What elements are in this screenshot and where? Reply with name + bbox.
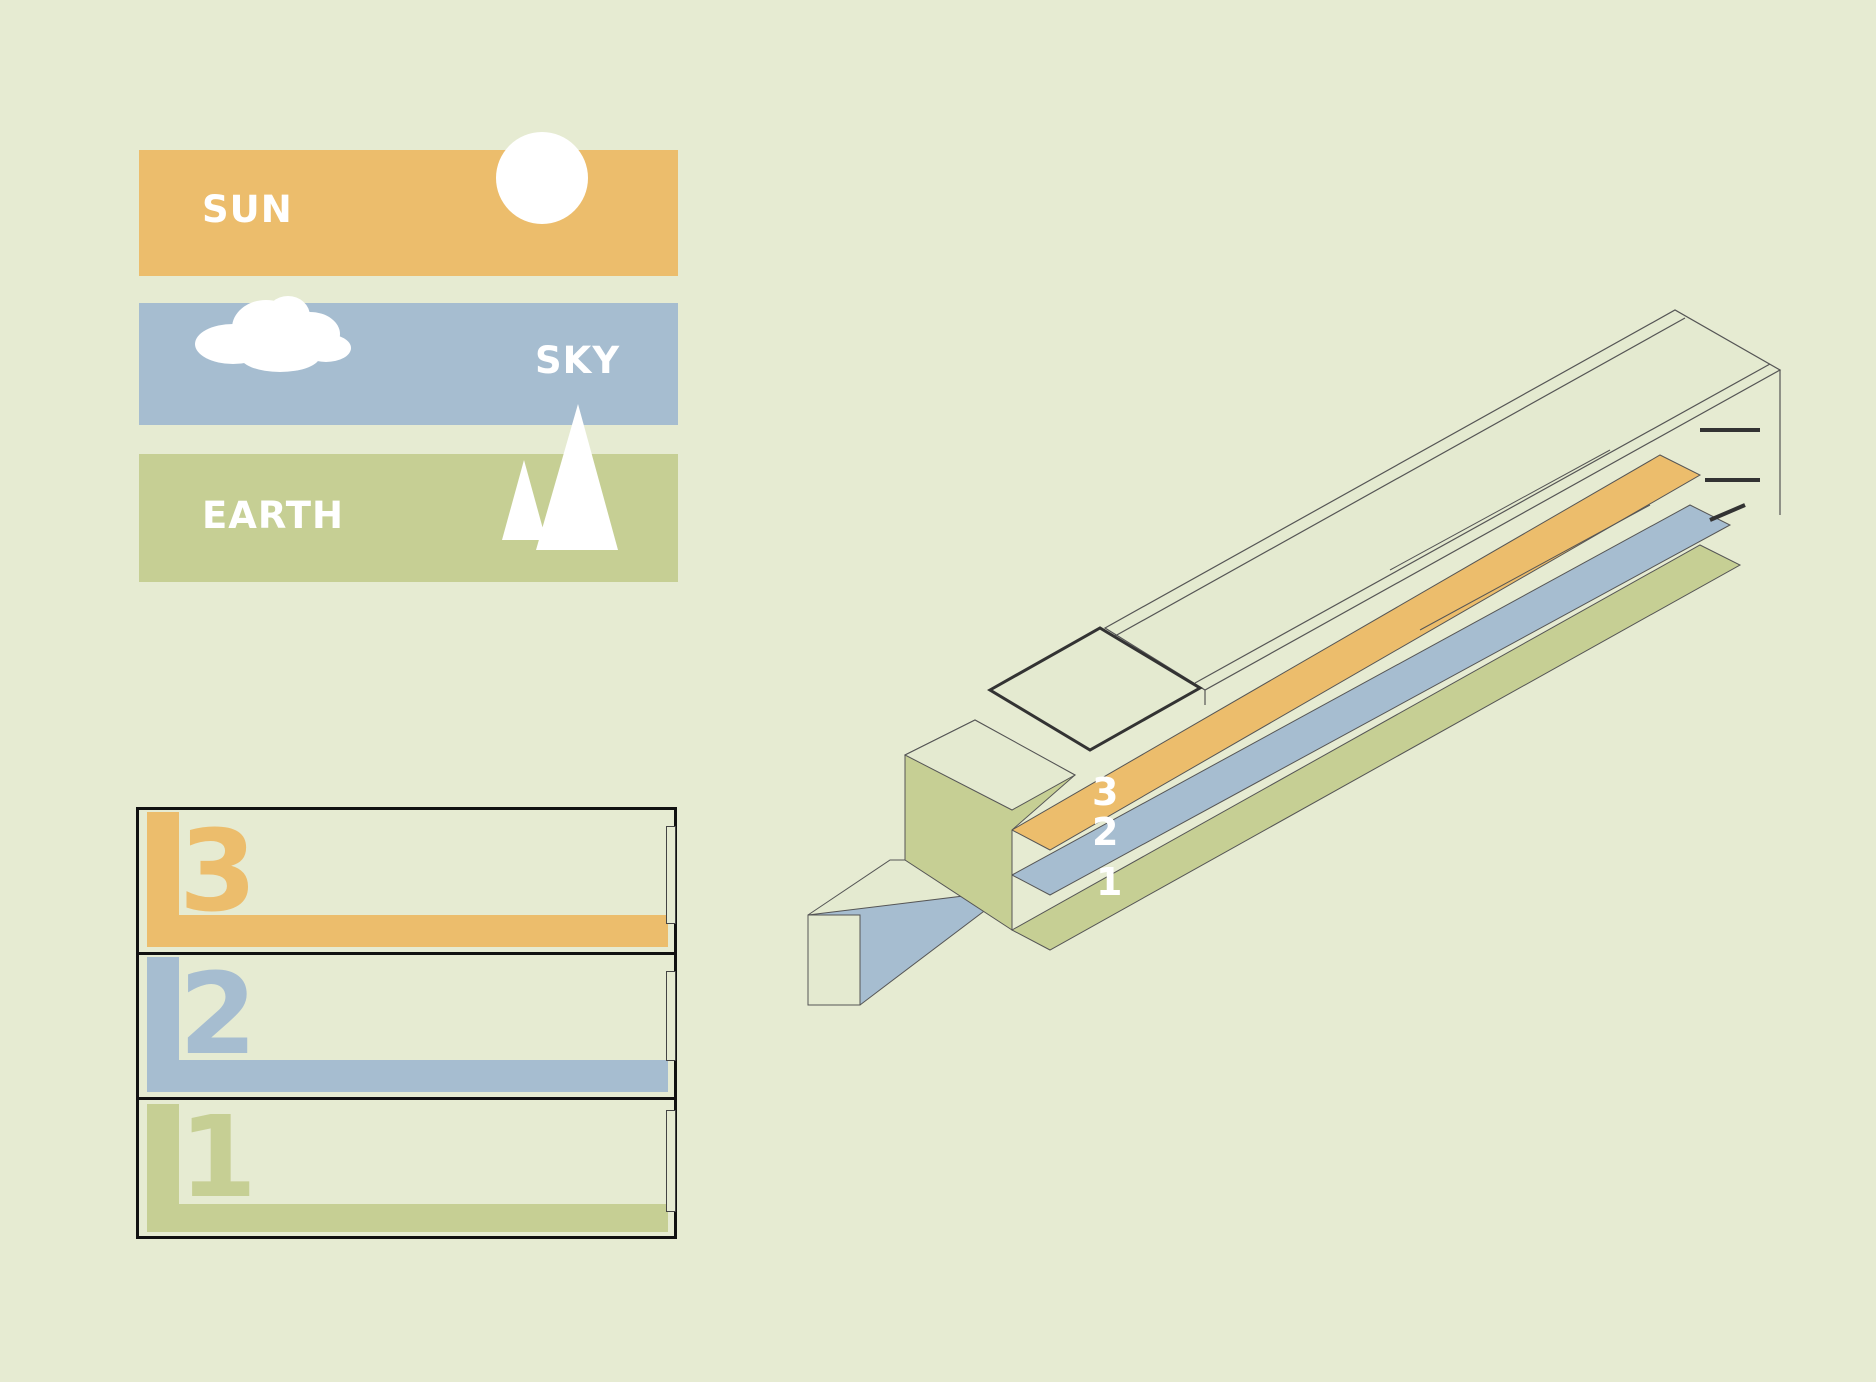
floor-3-number: 3 [179,807,257,937]
axo-label-1: 1 [1096,860,1123,904]
floor-row-3: 3 [139,807,676,955]
sky-band: SKY [139,303,678,425]
sun-band: SUN [139,150,678,276]
sun-icon [496,132,588,224]
axo-label-2: 2 [1092,810,1119,854]
axonometric-building: 3 2 1 [800,300,1800,1060]
floor-legend: 3 2 1 [136,807,677,1239]
floor-row-2: 2 [139,950,676,1100]
floor-3-tab [666,826,676,924]
floor-2-tab [666,971,676,1061]
earth-label: EARTH [202,494,344,537]
floor-3-bar [147,915,668,947]
floor-2-number: 2 [179,950,257,1080]
tree-icon [502,404,618,550]
sky-label: SKY [535,339,621,382]
cloud-icon [195,296,351,372]
floor-1-stem [147,1104,179,1208]
floor-1-tab [666,1110,676,1212]
floor-3-stem [147,812,179,922]
floor-1-bar [147,1204,668,1232]
floor-1-number: 1 [179,1093,257,1223]
axo-label-3: 3 [1092,770,1119,814]
sun-label: SUN [202,188,293,231]
floor-row-1: 1 [139,1093,676,1236]
floor-2-stem [147,957,179,1067]
building-drawing [807,309,1782,1006]
floor-2-bar [147,1060,668,1092]
